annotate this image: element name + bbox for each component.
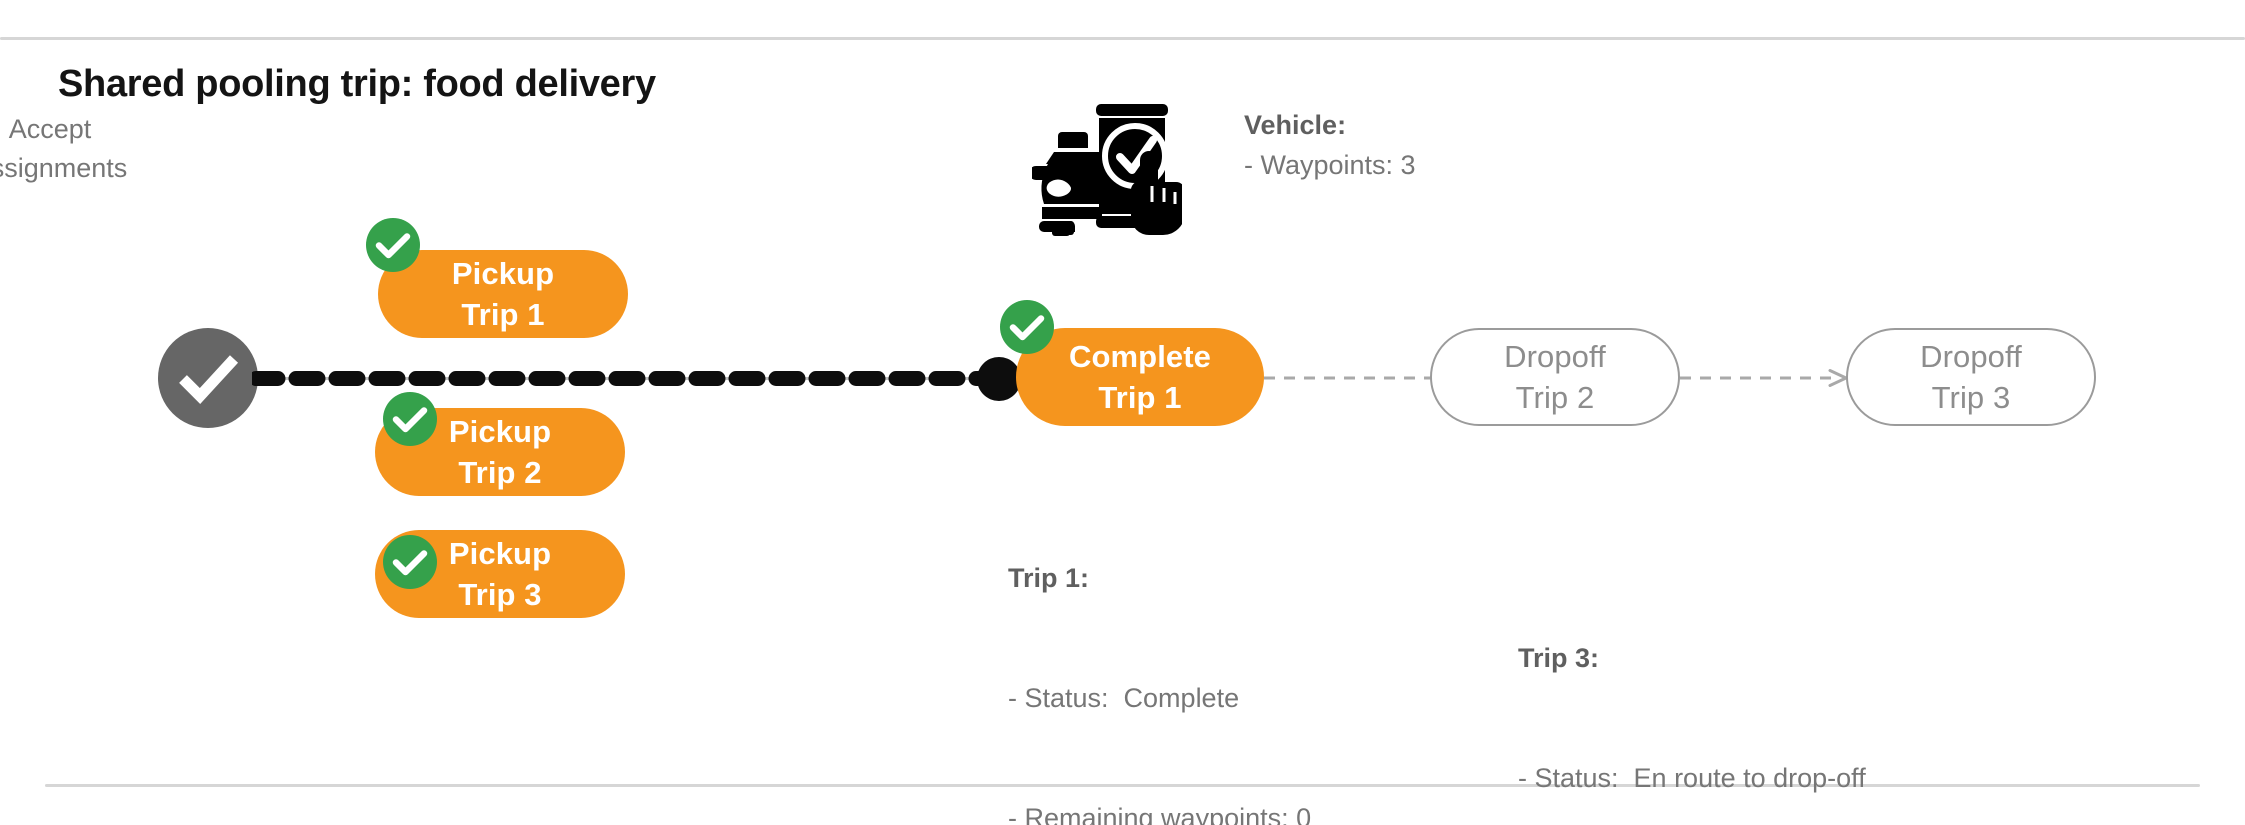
dashed-connector-gray-b-arrow: [1680, 367, 1852, 389]
pill-line1: Pickup: [448, 414, 552, 449]
trip-details-left: Trip 1: - Status: Complete - Remaining w…: [1008, 478, 1356, 825]
page-title: Shared pooling trip: food delivery: [58, 63, 656, 105]
trip-details-right: Trip 3: - Status: En route to drop-off -…: [1518, 558, 1866, 825]
check-badge-icon: [1000, 300, 1054, 354]
check-badge-icon: [383, 535, 437, 589]
pill-line2: Trip 3: [458, 577, 542, 612]
check-circle-icon: [158, 328, 258, 428]
pill-complete-trip-1[interactable]: Complete Trip 1: [1016, 328, 1264, 426]
check-badge-icon: [366, 218, 420, 272]
trip1-header: Trip 1:: [1008, 563, 1090, 593]
vehicle-phone-check-icon: [1029, 78, 1185, 238]
bottom-divider: [45, 784, 2200, 787]
accept-assignments-label: Accept Assignments: [0, 110, 163, 188]
accept-assignments-node[interactable]: [158, 328, 258, 428]
pill-line2: Trip 2: [458, 455, 542, 490]
trip3-header: Trip 3:: [1518, 643, 1600, 673]
pill-line1: Pickup: [448, 536, 552, 571]
dashed-connector-black: [248, 370, 1017, 387]
pill-line2: Trip 1: [461, 297, 545, 332]
check-badge-icon: [383, 392, 437, 446]
pill-line1: Dropoff: [1504, 339, 1606, 374]
trip3-status: - Status: En route to drop-off: [1518, 763, 1866, 793]
pill-line1: Dropoff: [1920, 339, 2022, 374]
pill-line2: Trip 2: [1515, 380, 1595, 415]
trip1-waypoints: - Remaining waypoints: 0: [1008, 803, 1312, 825]
pill-pickup-trip-1[interactable]: Pickup Trip 1: [378, 250, 628, 338]
pill-line2: Trip 1: [1098, 380, 1182, 415]
trip1-status: - Status: Complete: [1008, 683, 1240, 713]
dashed-connector-gray-a: [1264, 367, 1434, 389]
pill-pickup-trip-2[interactable]: Pickup Trip 2: [375, 408, 625, 496]
vehicle-info-block: Vehicle: - Waypoints: 3: [1244, 105, 1416, 185]
pill-line1: Pickup: [451, 256, 555, 291]
accept-label-line2: Assignments: [0, 153, 128, 183]
accept-label-line1: Accept: [8, 114, 92, 144]
pill-line1: Complete: [1068, 339, 1212, 374]
top-divider: [0, 37, 2245, 40]
pill-line2: Trip 3: [1931, 380, 2011, 415]
vehicle-waypoints: - Waypoints: 3: [1244, 150, 1416, 180]
route-end-dot: [977, 357, 1021, 401]
pill-dropoff-trip-3[interactable]: Dropoff Trip 3: [1846, 328, 2096, 426]
pill-dropoff-trip-2[interactable]: Dropoff Trip 2: [1430, 328, 1680, 426]
vehicle-header: Vehicle:: [1244, 110, 1347, 140]
